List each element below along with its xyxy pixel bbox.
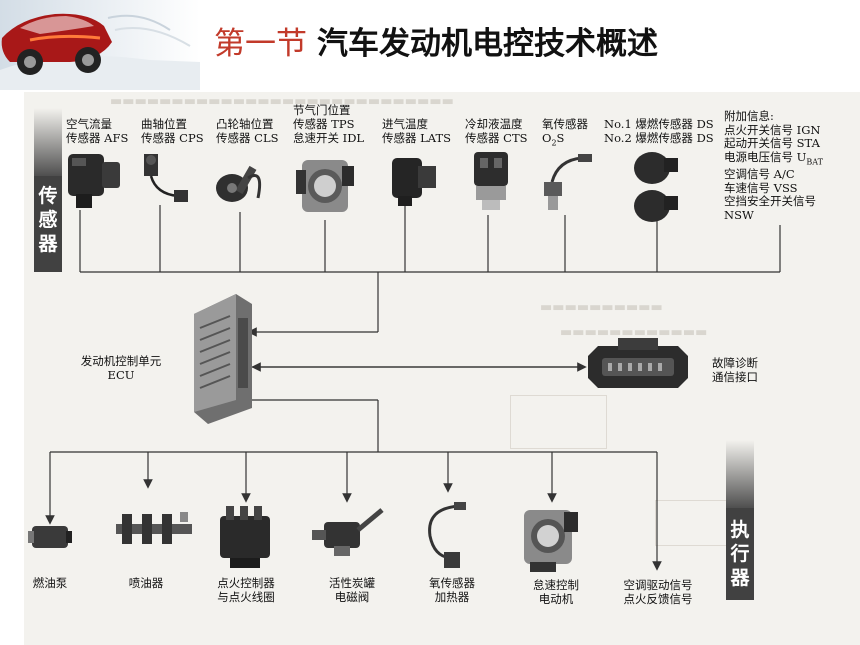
sensor-label-line: No.1 爆燃传感器 DS bbox=[604, 117, 714, 131]
bleed-through-text: ▬▬▬▬▬▬▬▬▬▬▬▬▬▬▬▬▬▬▬▬▬▬▬▬▬▬▬▬ bbox=[110, 94, 454, 109]
sensor-label-line: O2S bbox=[542, 131, 588, 150]
sensor-label-cts: 冷却液温度 传感器 CTS bbox=[465, 117, 528, 145]
actuator-label-injector: 喷油器 bbox=[116, 576, 176, 590]
ecu-unit-icon bbox=[194, 294, 252, 424]
extra-info-title: 附加信息: bbox=[724, 109, 774, 123]
sensors-side-text: 传感器 bbox=[38, 185, 58, 255]
actuator-label-o2-heater: 氧传感器 加热器 bbox=[412, 576, 492, 604]
slide-header: 第一节汽车发动机电控技术概述 bbox=[0, 0, 860, 90]
extra-info-item: 起动开关信号 STA bbox=[724, 136, 820, 150]
oxygen-heater-icon bbox=[428, 502, 466, 568]
actuator-bar-gradient bbox=[726, 440, 754, 510]
coolant-temp-sensor-icon bbox=[474, 152, 508, 210]
actuator-label-idle-motor: 怠速控制 电动机 bbox=[516, 578, 596, 606]
sensor-label-cls: 凸轮轴位置 传感器 CLS bbox=[216, 117, 278, 145]
sensor-label-line: 凸轮轴位置 bbox=[216, 117, 274, 131]
ignition-coil-icon bbox=[220, 506, 270, 568]
sensor-label-o2s: 氧传感器 O2S bbox=[542, 117, 588, 150]
diagram-page bbox=[24, 92, 860, 645]
diagnosis-label-line: 故障诊断 bbox=[712, 356, 758, 370]
actuator-label-line: 燃油泵 bbox=[32, 576, 68, 590]
title-text: 汽车发动机电控技术概述 bbox=[317, 26, 658, 62]
ecu-label-line: ECU bbox=[107, 368, 135, 382]
actuator-label-line: 空调驱动信号 bbox=[623, 578, 693, 592]
crankshaft-sensor-icon bbox=[144, 154, 188, 202]
actuator-label-line: 点火反馈信号 bbox=[623, 592, 693, 606]
diagnosis-label-line: 通信接口 bbox=[712, 370, 758, 384]
actuator-label-line: 喷油器 bbox=[128, 576, 164, 590]
sensor-side-bar bbox=[34, 176, 62, 272]
idle-control-motor-icon bbox=[524, 510, 578, 572]
camshaft-sensor-icon bbox=[216, 165, 262, 202]
extra-info-item: 点火开关信号 IGN bbox=[724, 122, 821, 137]
sensor-label-afs: 空气流量 传感器 AFS bbox=[66, 117, 128, 145]
page-title: 第一节汽车发动机电控技术概述 bbox=[214, 18, 658, 63]
knock-sensor-icon bbox=[634, 152, 678, 222]
actuators-side-label: 执行器 bbox=[726, 518, 754, 590]
sensor-label-line: 节气门位置 bbox=[293, 103, 351, 117]
actuator-label-ac-signal: 空调驱动信号 点火反馈信号 bbox=[608, 578, 708, 606]
section-number: 第一节 bbox=[214, 26, 307, 62]
sensor-label-line: 传感器 CPS bbox=[141, 131, 204, 145]
diagnostic-connector-icon bbox=[588, 338, 688, 388]
sensor-label-line: 传感器 CLS bbox=[216, 131, 279, 145]
ubat-subscript: BAT bbox=[806, 156, 823, 166]
actuators-side-text: 执行器 bbox=[730, 519, 750, 589]
carbon-canister-valve-icon bbox=[312, 508, 384, 556]
actuator-label-line: 电动机 bbox=[538, 592, 574, 606]
extra-info-item: 空挡安全开关信号 bbox=[724, 194, 816, 209]
actuator-label-line: 加热器 bbox=[434, 590, 470, 604]
sensor-label-line: 传感器 TPS bbox=[293, 117, 355, 131]
sensor-label-tps: 节气门位置 传感器 TPS 怠速开关 IDL bbox=[293, 103, 364, 145]
fuel-injector-icon bbox=[116, 512, 192, 544]
extra-info-item: 空调信号 A/C bbox=[724, 167, 795, 182]
car-logo-icon bbox=[0, 0, 200, 90]
sensor-label-line: 传感器 LATS bbox=[382, 131, 452, 145]
sensor-label-line: 进气温度 bbox=[382, 117, 428, 131]
bleed-through-text: ▬▬▬▬▬▬▬▬▬▬▬▬ bbox=[560, 325, 708, 340]
actuator-label-fuel-pump: 燃油泵 bbox=[20, 576, 80, 590]
sensor-label-line: 传感器 AFS bbox=[66, 131, 129, 145]
ecu-label: 发动机控制单元 ECU bbox=[58, 354, 184, 382]
sensor-label-lats: 进气温度 传感器 LATS bbox=[382, 117, 451, 145]
diagnosis-label: 故障诊断 通信接口 bbox=[712, 356, 758, 384]
extra-info-item: 车速信号 VSS bbox=[724, 180, 798, 195]
throttle-body-icon bbox=[296, 160, 354, 212]
ecu-label-line: 发动机控制单元 bbox=[80, 354, 162, 368]
bleed-through-box bbox=[510, 395, 607, 449]
extra-info-list: 附加信息: 点火开关信号 IGN 起动开关信号 STA 电源电压信号 UBAT … bbox=[724, 109, 823, 222]
sensor-label-line: 传感器 CTS bbox=[465, 131, 528, 145]
actuator-label-canister: 活性炭罐 电磁阀 bbox=[312, 576, 392, 604]
oxygen-sensor-icon bbox=[544, 154, 592, 210]
sensor-label-line: 冷却液温度 bbox=[465, 117, 523, 131]
intake-temp-sensor-icon bbox=[392, 158, 436, 206]
o2-tail: S bbox=[556, 131, 565, 145]
fuel-pump-icon bbox=[28, 526, 72, 548]
sensor-label-line: 空气流量 bbox=[66, 117, 112, 131]
air-flow-sensor-icon bbox=[68, 154, 120, 208]
actuator-label-line: 氧传感器 bbox=[429, 576, 475, 590]
actuator-side-bar bbox=[726, 508, 754, 600]
actuator-label-line: 怠速控制 bbox=[533, 578, 579, 592]
actuator-label-line: 电磁阀 bbox=[334, 590, 370, 604]
sensor-label-line: 氧传感器 bbox=[542, 117, 588, 131]
sensor-label-line: 怠速开关 IDL bbox=[293, 131, 365, 145]
sensors-side-label: 传感器 bbox=[34, 184, 62, 256]
extra-info-item: NSW bbox=[724, 207, 754, 222]
sensor-label-cps: 曲轴位置 传感器 CPS bbox=[141, 117, 204, 145]
actuator-label-line: 与点火线圈 bbox=[217, 590, 275, 604]
sensor-label-ds: No.1 爆燃传感器 DS No.2 爆燃传感器 DS bbox=[604, 117, 714, 145]
sensor-label-line: No.2 爆燃传感器 DS bbox=[604, 131, 714, 145]
o2-text: O bbox=[542, 131, 552, 145]
extra-info-item: 电源电压信号 UBAT bbox=[724, 149, 823, 169]
sensor-bar-gradient bbox=[34, 108, 62, 178]
actuator-label-line: 点火控制器 bbox=[217, 576, 275, 590]
bleed-through-text: ▬▬▬▬▬▬▬▬▬▬ bbox=[540, 300, 663, 315]
sensor-label-line: 曲轴位置 bbox=[141, 117, 187, 131]
actuator-label-line: 活性炭罐 bbox=[329, 576, 375, 590]
actuator-label-ignition: 点火控制器 与点火线圈 bbox=[206, 576, 286, 604]
o2-subscript: 2 bbox=[551, 138, 557, 148]
ubat-text: 电源电压信号 U bbox=[724, 149, 807, 164]
